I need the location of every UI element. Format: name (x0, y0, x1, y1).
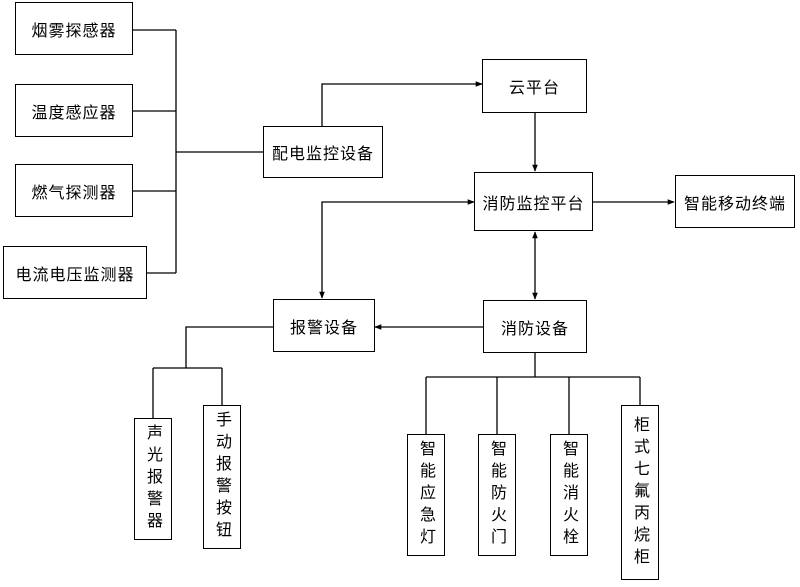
node-label: 烟雾探感器 (31, 20, 117, 40)
node-cloud-platform: 云平台 (482, 59, 587, 113)
node-sound-light-alarm: 声光报警器 (134, 418, 172, 540)
node-current-voltage-monitor: 电流电压监测器 (3, 246, 147, 299)
node-fire-monitor-platform: 消防监控平台 (474, 172, 593, 231)
node-fire-door: 智能防火门 (478, 434, 516, 556)
arrow-dist-cloud (321, 81, 483, 126)
node-label: 温度感应器 (31, 102, 117, 122)
node-smoke-sensor: 烟雾探感器 (15, 2, 133, 55)
node-heptafluoropropane-cabinet: 柜式七氟丙烷柜 (621, 405, 659, 580)
node-mobile-terminal: 智能移动终端 (675, 175, 795, 228)
node-gas-detector: 燃气探测器 (15, 164, 133, 217)
node-label: 配电监控设备 (271, 144, 374, 163)
node-label: 手动报警按钮 (213, 411, 232, 543)
node-fire-equipment: 消防设备 (483, 300, 587, 353)
node-label: 燃气探测器 (31, 182, 117, 202)
node-emergency-light: 智能应急灯 (407, 434, 445, 556)
node-manual-alarm-button: 手动报警按钮 (203, 405, 241, 549)
node-label: 智能防火门 (488, 440, 507, 550)
node-label: 智能消火栓 (560, 440, 579, 550)
node-label: 消防监控平台 (482, 193, 585, 213)
line-alarm-branch (185, 326, 273, 368)
node-label: 智能应急灯 (417, 440, 436, 550)
node-label: 云平台 (508, 78, 560, 97)
node-fire-hydrant: 智能消火栓 (550, 434, 588, 556)
node-label: 消防设备 (500, 318, 569, 338)
node-label: 报警设备 (289, 317, 358, 337)
node-label: 智能移动终端 (683, 193, 786, 213)
node-label: 声光报警器 (144, 424, 163, 534)
node-distribution-monitor: 配电监控设备 (263, 126, 383, 178)
node-temp-sensor: 温度感应器 (15, 84, 133, 137)
node-label: 柜式七氟丙烷柜 (631, 415, 650, 570)
node-label: 电流电压监测器 (15, 264, 135, 284)
node-alarm-equipment: 报警设备 (273, 299, 375, 352)
arrow-monitor-alarm (319, 199, 475, 299)
